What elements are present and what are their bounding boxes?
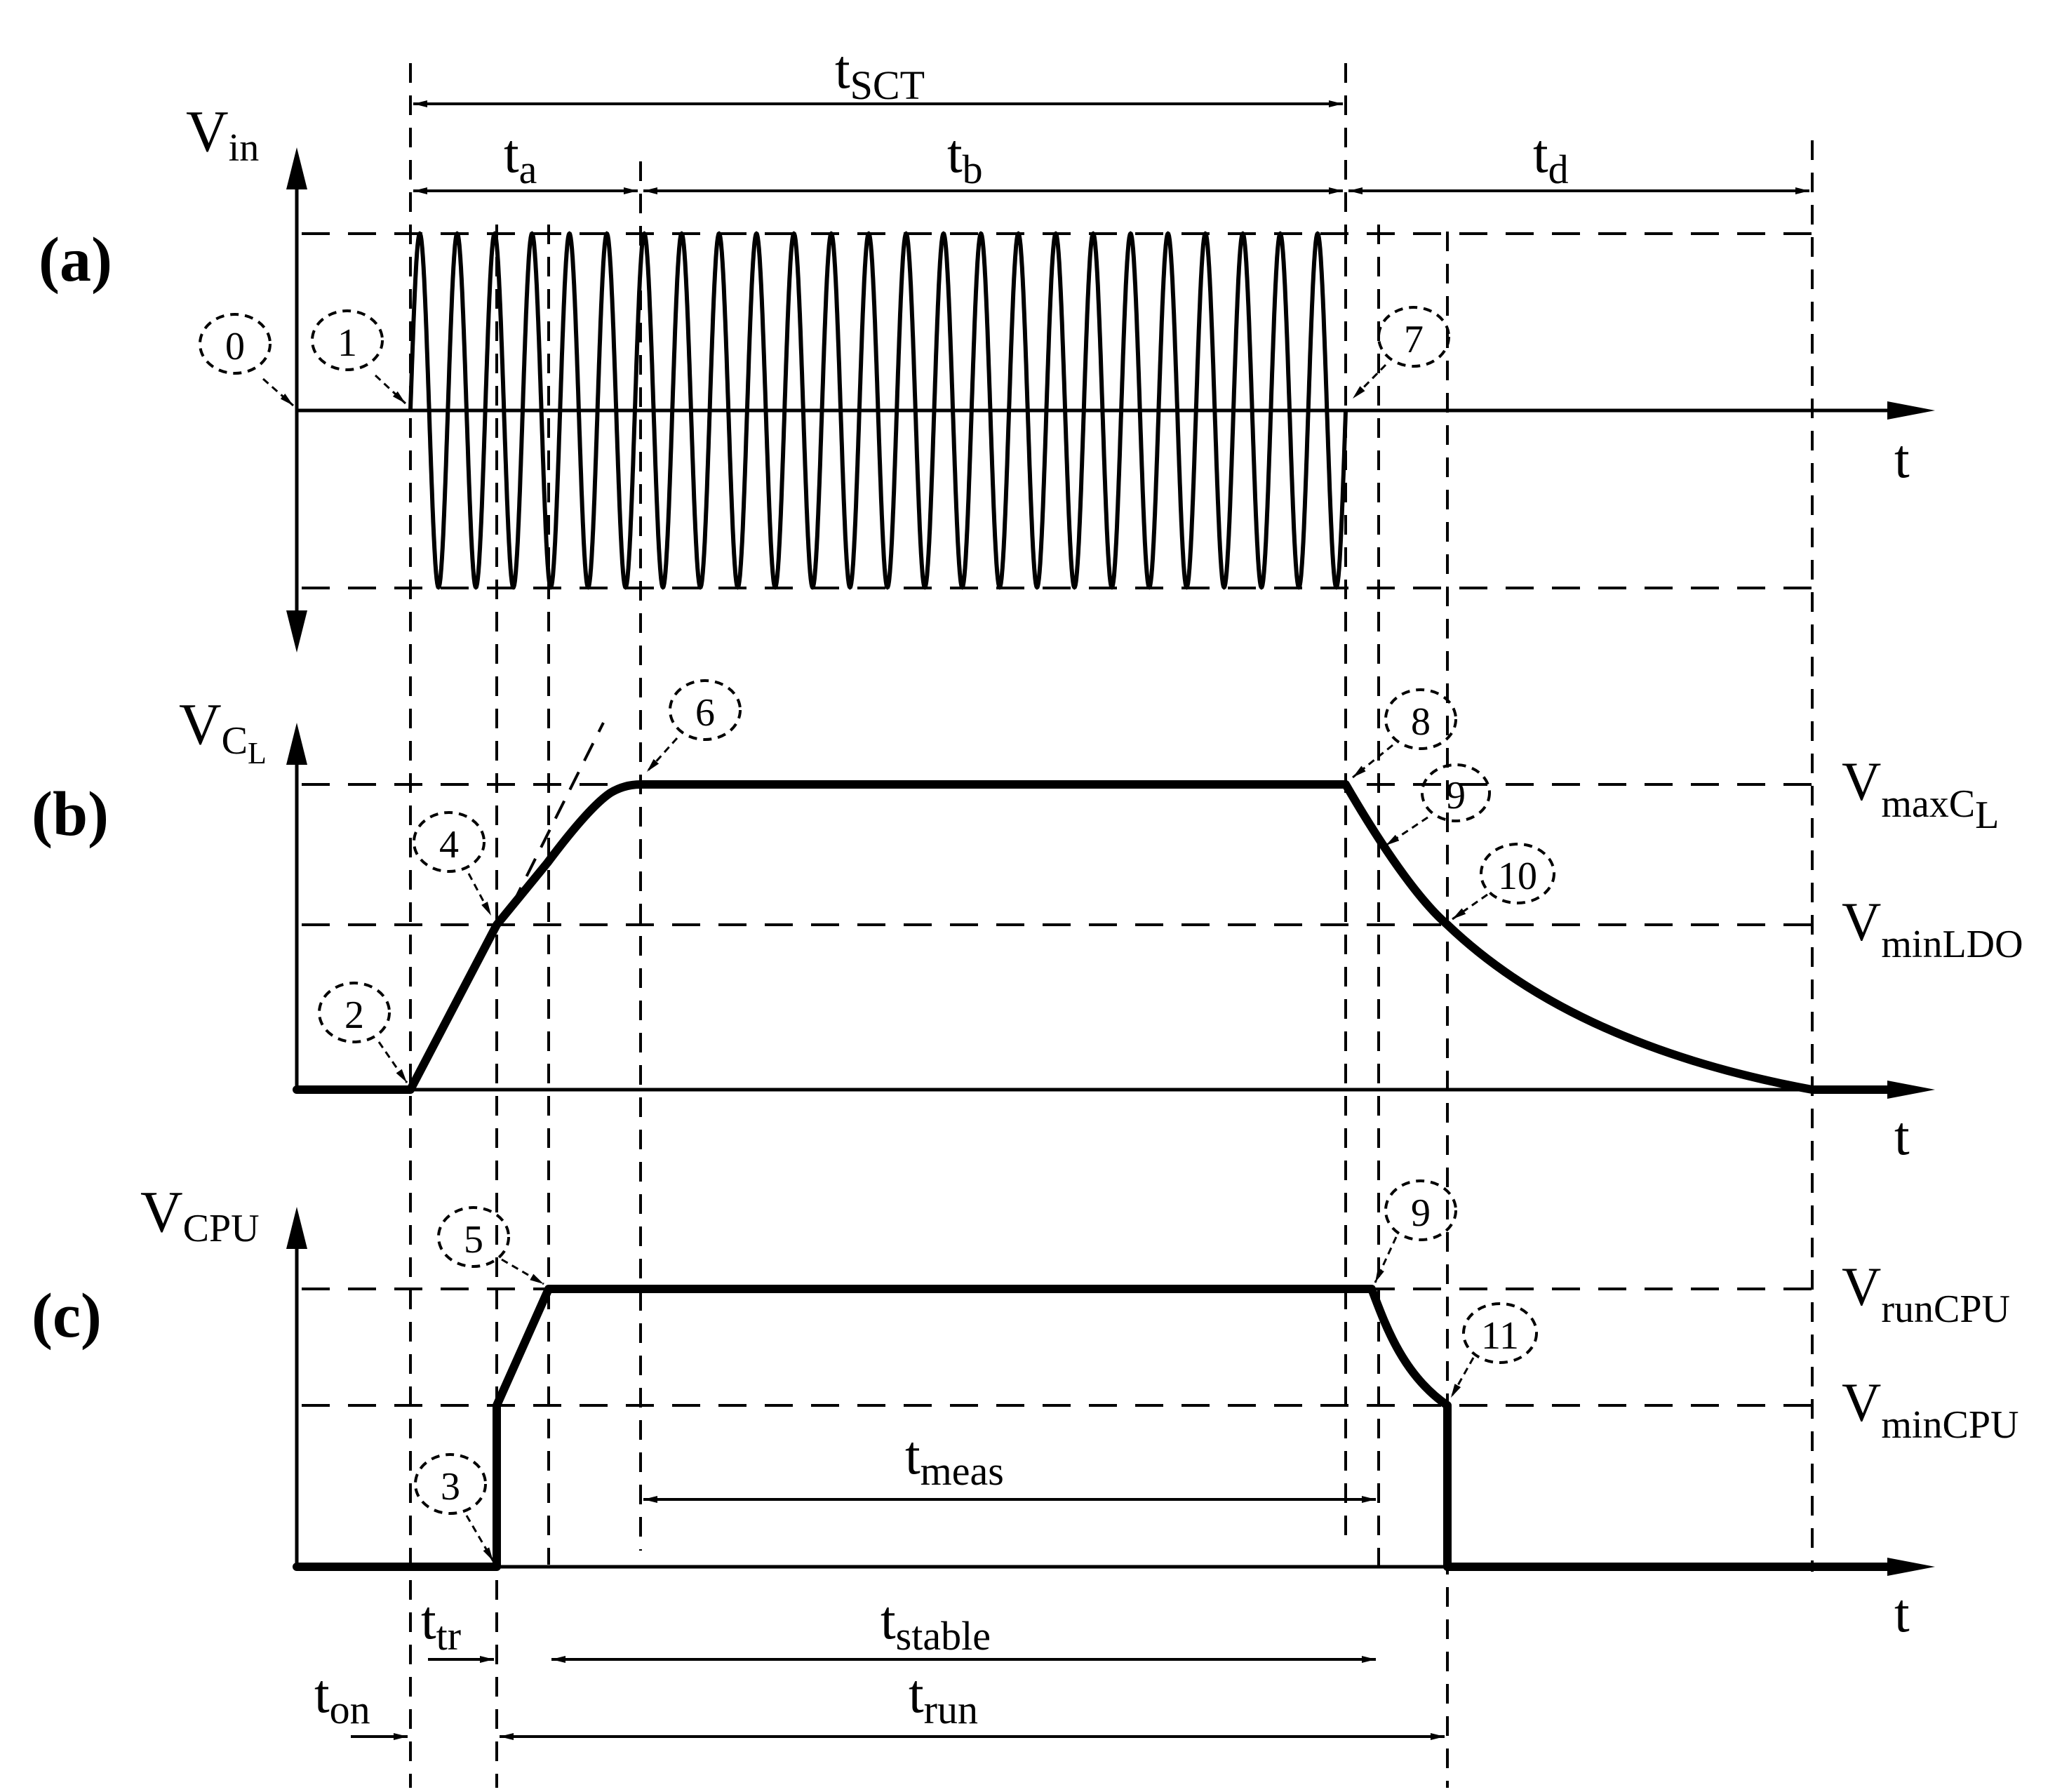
vcl-waveform — [293, 780, 1899, 1094]
svg-text:10: 10 — [1498, 855, 1537, 898]
panel-b-ylabel: VCL — [179, 692, 267, 770]
svg-text:0: 0 — [225, 325, 245, 368]
level-vruncpu-label: VrunCPU — [1842, 1256, 2010, 1331]
t-stable-label: tstable — [881, 1589, 991, 1659]
vcl-slope-extension — [511, 722, 605, 906]
panel-a-x-arrow — [1887, 401, 1935, 420]
vin-sine-burst — [408, 231, 1348, 590]
panel-a-y-arrow-up — [286, 147, 307, 189]
marker-10: 10 — [1452, 843, 1555, 921]
panel-c-x-arrow — [1887, 1558, 1935, 1576]
t-tr-label: ttr — [421, 1589, 461, 1659]
marker-11: 11 — [1450, 1302, 1538, 1398]
level-vmincpu-label: VminCPU — [1842, 1372, 2019, 1447]
svg-text:1: 1 — [337, 321, 357, 365]
marker-9-b: 9 — [1385, 763, 1491, 847]
svg-text:3: 3 — [441, 1465, 460, 1509]
panel-b: (b) VCL t VmaxCL VminLDO — [32, 692, 2023, 1166]
interval-arrows-bottom — [351, 1496, 1445, 1740]
panel-a-ylabel: Vin — [186, 99, 259, 170]
marker-6: 6 — [645, 679, 742, 773]
panel-b-y-arrow — [286, 723, 307, 765]
panel-b-x-label: t — [1894, 1105, 1910, 1166]
marker-8: 8 — [1352, 688, 1457, 779]
event-markers: 0 1 7 6 8 9 — [199, 306, 1555, 1562]
marker-9-c: 9 — [1374, 1179, 1457, 1283]
svg-text:8: 8 — [1411, 700, 1431, 744]
panel-a: (a) Vin t — [39, 99, 1935, 653]
marker-5: 5 — [437, 1206, 544, 1285]
t-run-label: trun — [909, 1663, 978, 1732]
svg-text:11: 11 — [1481, 1314, 1519, 1358]
marker-3: 3 — [414, 1453, 495, 1562]
marker-1: 1 — [311, 309, 407, 405]
marker-7: 7 — [1351, 306, 1450, 400]
marker-4: 4 — [413, 811, 493, 916]
svg-text:6: 6 — [695, 691, 715, 735]
panel-c-y-arrow — [286, 1207, 307, 1249]
svg-text:9: 9 — [1446, 774, 1466, 817]
svg-text:4: 4 — [439, 823, 459, 867]
marker-0: 0 — [199, 313, 294, 407]
svg-text:2: 2 — [344, 994, 364, 1037]
t-meas-label: tmeas — [905, 1424, 1004, 1494]
t-sct-label: tSCT — [835, 39, 925, 108]
level-vmaxcl-label: VmaxCL — [1842, 751, 1999, 837]
marker-2: 2 — [318, 982, 408, 1083]
level-vminldo-label: VminLDO — [1842, 891, 2023, 966]
svg-text:7: 7 — [1404, 318, 1424, 361]
t-on-label: ton — [314, 1663, 370, 1732]
vcpu-waveform — [293, 1285, 1899, 1571]
panel-b-x-arrow — [1887, 1081, 1935, 1099]
panel-b-tag: (b) — [32, 780, 109, 849]
panel-c-x-label: t — [1894, 1582, 1910, 1643]
panel-a-x-label: t — [1894, 428, 1910, 489]
t-d-label: td — [1533, 123, 1569, 192]
panel-c: (c) VCPU t VrunCPU VminCPU — [32, 1179, 2019, 1643]
panel-a-tag: (a) — [39, 225, 112, 295]
t-a-label: ta — [504, 123, 537, 192]
panel-a-y-arrow-down — [286, 610, 307, 653]
panel-c-tag: (c) — [32, 1281, 102, 1351]
interval-arrows-top — [413, 100, 1809, 194]
t-b-label: tb — [947, 123, 983, 192]
svg-text:9: 9 — [1411, 1191, 1431, 1235]
panel-c-ylabel: VCPU — [140, 1179, 260, 1250]
svg-text:5: 5 — [464, 1218, 483, 1262]
